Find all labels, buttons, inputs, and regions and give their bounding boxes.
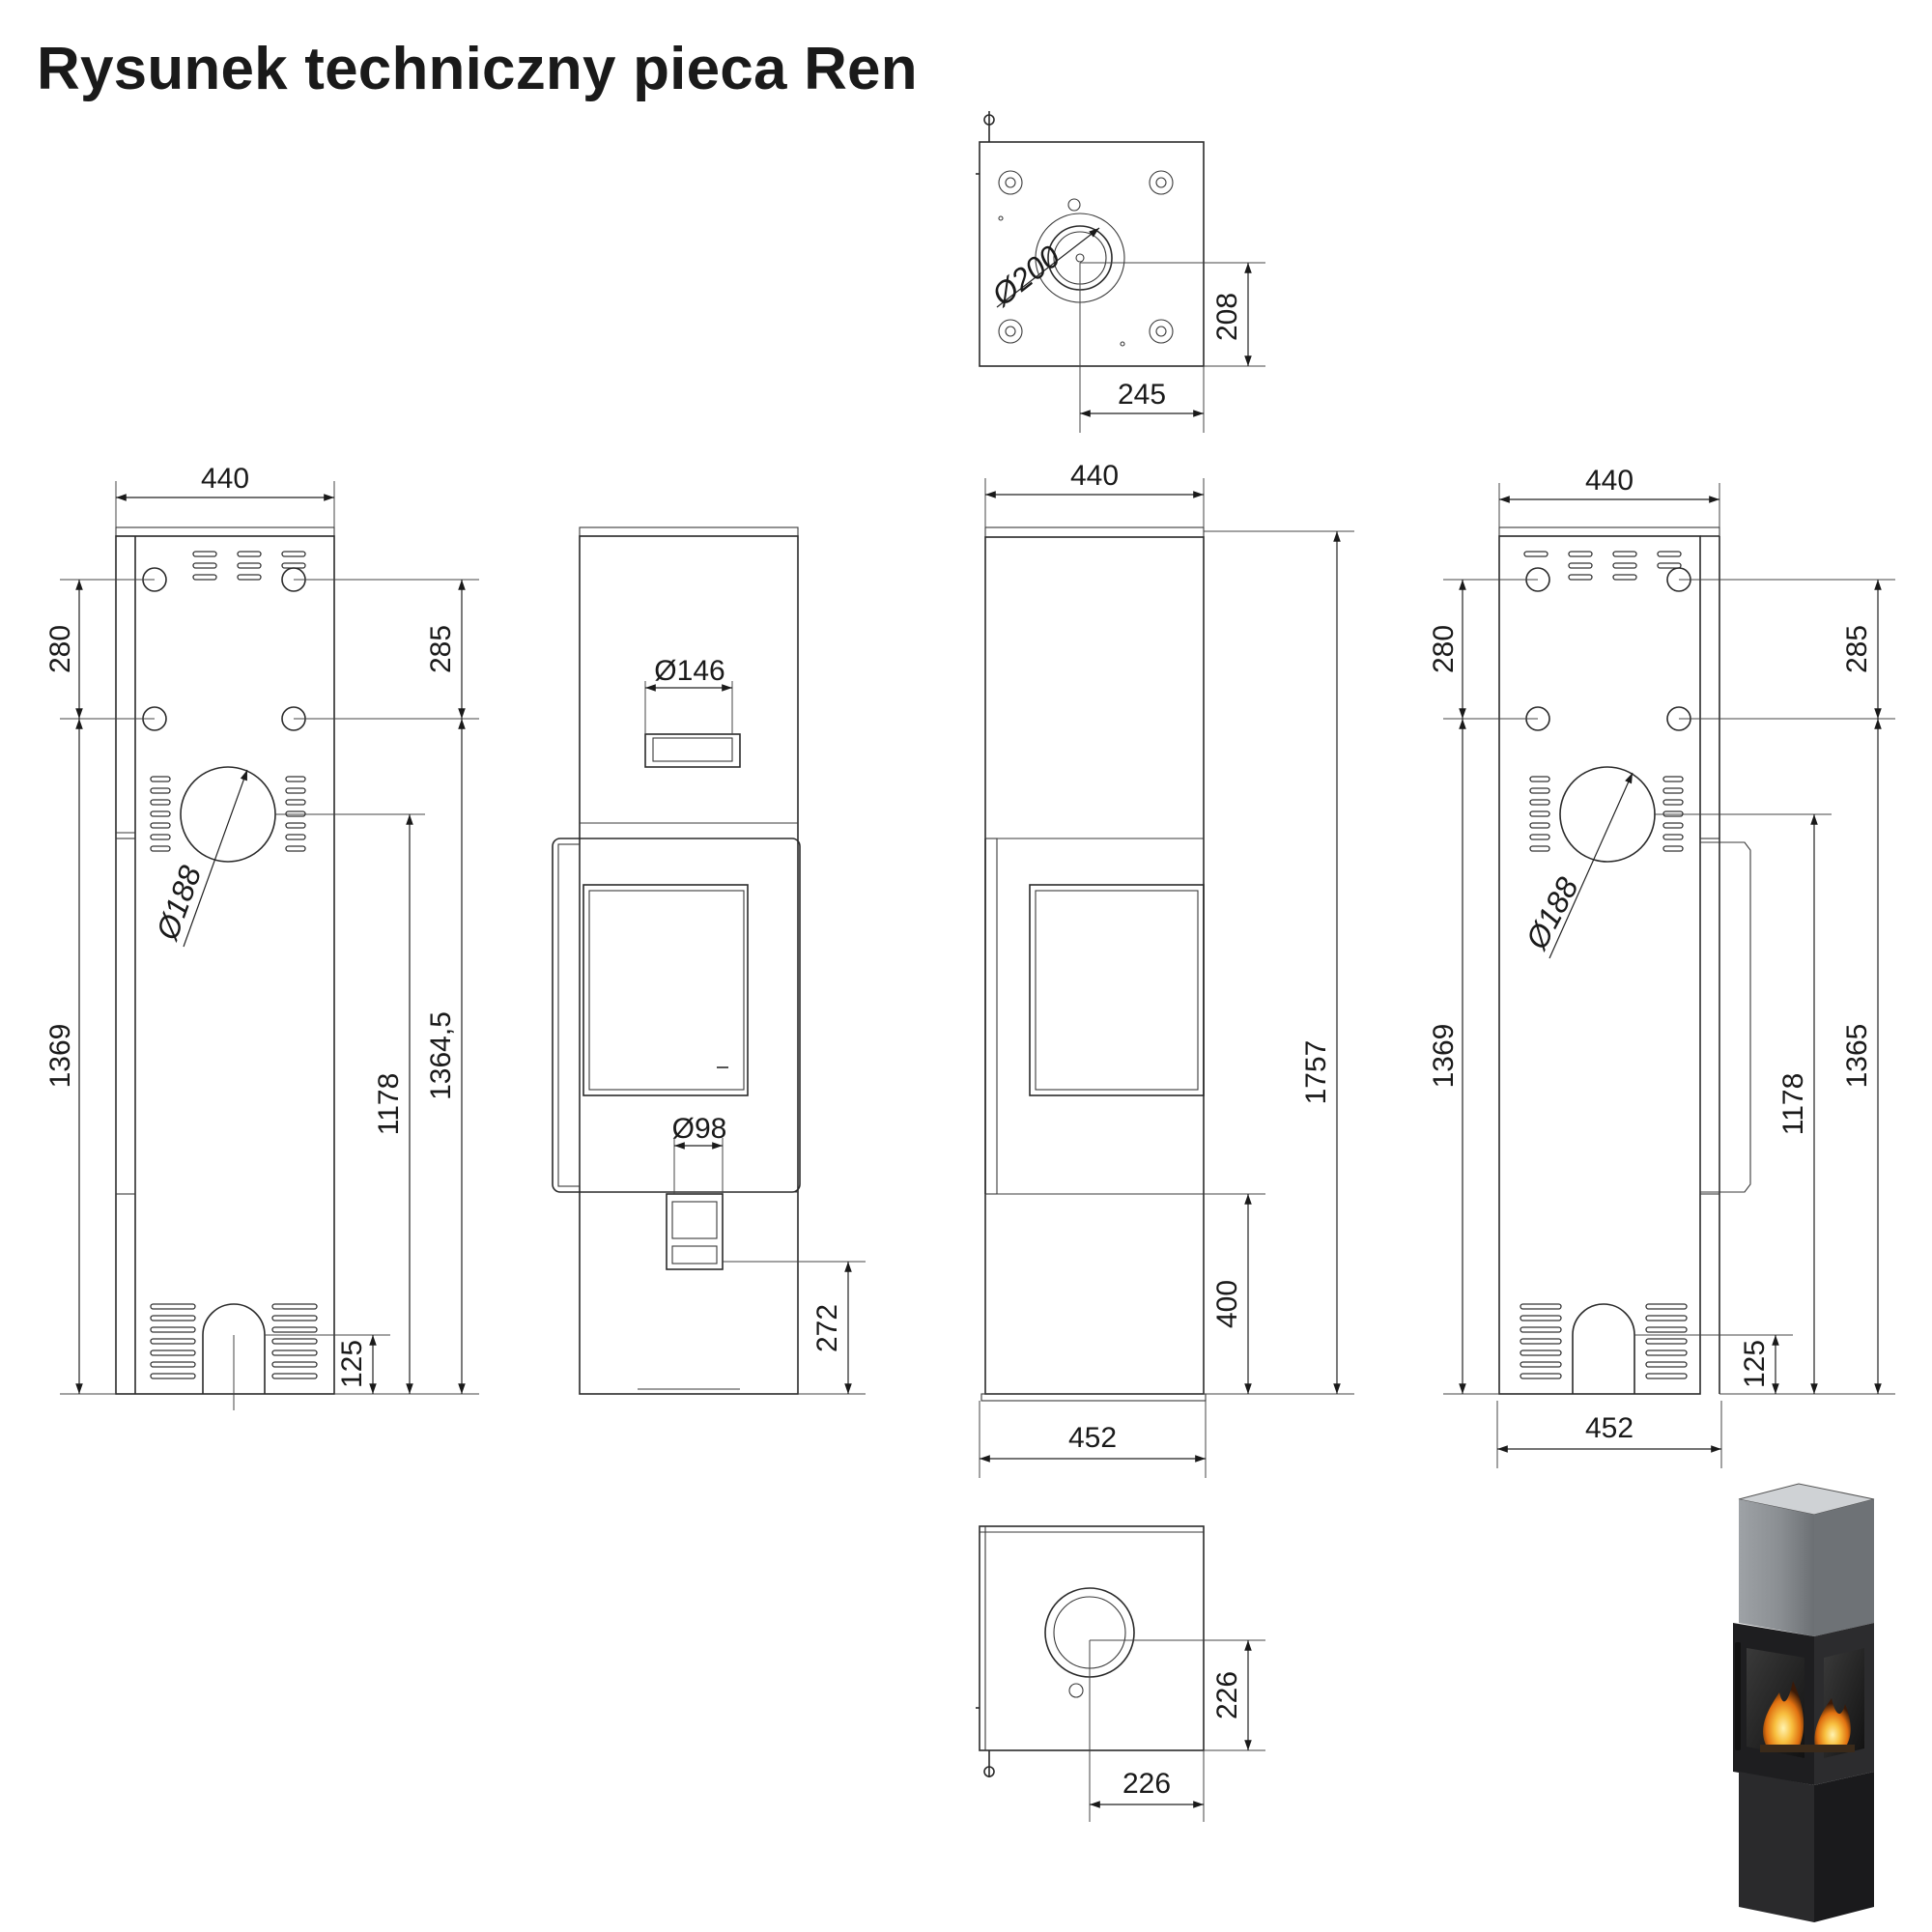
rear-right-base-width-label: 452 xyxy=(1585,1412,1634,1444)
rear-view-left: Ø188 440 xyxy=(44,463,479,1410)
side-272-label: 272 xyxy=(811,1304,843,1352)
bottom-view-width-label: 226 xyxy=(1122,1768,1171,1800)
rear-right-125-label: 125 xyxy=(1739,1340,1771,1388)
top-view-depth-label: 208 xyxy=(1211,293,1243,341)
rear-view-right: Ø188 440 xyxy=(1428,465,1895,1468)
vent-slots xyxy=(1520,1303,1688,1379)
rear-right-285-label: 285 xyxy=(1841,625,1873,673)
rear-right-width-label: 440 xyxy=(1585,465,1634,497)
front-base-width-label: 452 xyxy=(1068,1422,1117,1454)
side-bottom-diameter-label: Ø98 xyxy=(672,1113,727,1145)
front-height-label: 1757 xyxy=(1300,1040,1332,1105)
stove-product-image xyxy=(1733,1483,1875,1922)
rear-left-125-label: 125 xyxy=(336,1340,368,1388)
front-view: 440 1757 400 452 xyxy=(979,460,1354,1478)
rear-right-1365-label: 1365 xyxy=(1841,1024,1873,1089)
vent-slots xyxy=(1523,551,1682,581)
front-width-label: 440 xyxy=(1070,460,1119,492)
bottom-view-depth-label: 226 xyxy=(1211,1671,1243,1719)
bottom-view: 226 226 xyxy=(976,1525,1265,1822)
rear-right-1178-label: 1178 xyxy=(1777,1073,1809,1136)
side-top-diameter-label: Ø146 xyxy=(654,655,724,687)
vent-slots xyxy=(192,551,306,581)
top-view-width-label: 245 xyxy=(1118,379,1166,411)
page-title: Rysunek techniczny pieca Ren xyxy=(37,36,918,102)
rear-left-285-label: 285 xyxy=(425,625,457,673)
front-400-label: 400 xyxy=(1211,1280,1243,1328)
rear-left-1369-label: 1369 xyxy=(44,1024,76,1089)
vent-slots xyxy=(1529,776,1684,852)
leveling-foot xyxy=(998,170,1174,344)
vent-slots xyxy=(150,1303,318,1379)
rear-left-1178-label: 1178 xyxy=(373,1073,405,1136)
top-view: Ø200 208 245 xyxy=(976,111,1265,433)
rear-left-1364-label: 1364,5 xyxy=(425,1011,457,1100)
side-view: Ø146 Ø98 272 xyxy=(552,526,866,1395)
rear-right-1369-label: 1369 xyxy=(1428,1024,1460,1089)
rear-left-280-label: 280 xyxy=(44,625,76,673)
rear-right-diameter-label: Ø188 xyxy=(1519,871,1585,955)
vent-slots xyxy=(150,776,306,852)
rear-left-width-label: 440 xyxy=(201,463,249,495)
rear-right-280-label: 280 xyxy=(1428,625,1460,673)
